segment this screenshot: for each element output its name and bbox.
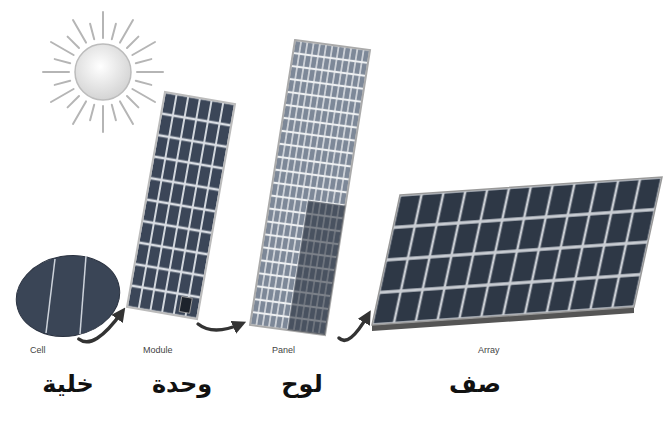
arabic-label: صف: [449, 370, 501, 399]
english-label: Cell: [30, 346, 46, 356]
flow-arrow: [339, 315, 368, 340]
sun: [75, 44, 131, 100]
solar-stage: Arrayصف: [370, 175, 664, 327]
english-label: Panel: [272, 346, 295, 356]
art-line: [80, 256, 86, 334]
art-line: [132, 42, 155, 55]
art-line: [137, 71, 163, 73]
art-line: [46, 259, 55, 333]
art-line: [120, 20, 133, 43]
english-label: Module: [143, 346, 173, 356]
art-line: [120, 101, 133, 124]
art-line: [43, 71, 69, 73]
flow-arrow: [198, 324, 241, 330]
solar-module: [127, 92, 235, 319]
flow-arrow: [79, 312, 122, 342]
arabic-label: وحدة: [152, 370, 212, 399]
art-ellipse: [10, 248, 126, 345]
art-line: [112, 105, 116, 121]
art-line: [102, 12, 104, 38]
art-line: [51, 42, 74, 55]
art-line: [73, 101, 86, 124]
art-line: [132, 89, 155, 102]
art-rect: [288, 200, 346, 335]
solar-stage: Cellخلية: [14, 255, 122, 337]
art-line: [73, 20, 86, 43]
solar-array: [372, 177, 662, 331]
art-rect: [250, 40, 370, 335]
art-line: [68, 96, 79, 107]
solar-panel: [250, 40, 370, 335]
art-rect: [127, 92, 235, 319]
english-label: Array: [478, 346, 500, 356]
solar-cell: [10, 248, 126, 345]
solar-stage: Moduleوحدة: [124, 90, 238, 322]
arabic-label: لوح: [281, 370, 322, 399]
art-line: [102, 106, 104, 132]
art-line: [90, 24, 94, 40]
art-g: [372, 177, 662, 325]
art-line: [112, 24, 116, 40]
art-line: [127, 37, 138, 48]
art-line: [51, 89, 74, 102]
solar-stage: Panelلوح: [243, 38, 371, 336]
art-line: [55, 81, 70, 85]
art-line: [127, 96, 138, 107]
art-line: [90, 105, 94, 121]
art-line: [55, 59, 70, 63]
art-line: [136, 59, 152, 63]
art-rect: [372, 177, 662, 325]
sun-rays: [43, 12, 163, 132]
art-line: [68, 37, 79, 48]
art-rect: [179, 296, 192, 313]
arabic-label: خلية: [42, 370, 93, 399]
art-line: [136, 81, 152, 85]
